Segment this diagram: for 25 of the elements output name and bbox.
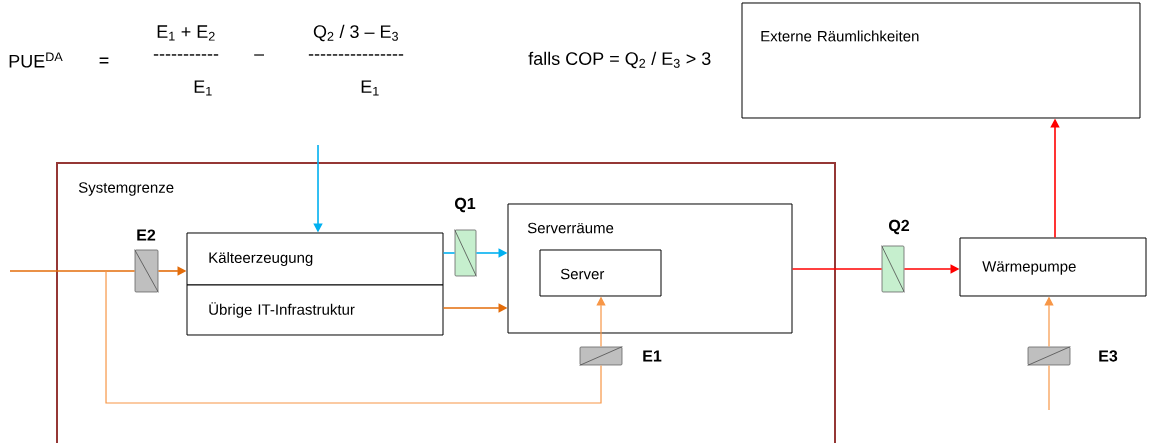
process-box: Kälteerzeugung	[186, 232, 444, 286]
meter-label: E3	[1099, 350, 1118, 362]
meter-label: E2	[137, 229, 156, 241]
process-box: Externe Räumlichkeiten	[741, 2, 1141, 119]
formula-text: ----------------	[308, 54, 404, 56]
process-box: Server	[539, 249, 662, 297]
formula-text: E$_{1}$ + E$_{2}$	[157, 25, 215, 41]
meter-symbol	[881, 245, 905, 293]
formula-text: PUE$^{DA}$	[9, 52, 63, 68]
formula-text: E$_{1}$	[361, 80, 379, 96]
meter-symbol	[454, 229, 477, 277]
formula-text: E$_{1}$	[194, 80, 212, 96]
meter-symbol	[1027, 346, 1071, 366]
formula-text: Q$_{2}$ / 3 – E$_{3}$	[313, 24, 398, 42]
formula-text: falls COP = Q$_{2}$ / E$_{3}$ > 3	[528, 51, 711, 69]
process-box: Wärmepumpe	[959, 237, 1147, 297]
meter-symbol	[579, 346, 623, 366]
meter-label: E1	[643, 350, 662, 362]
process-box: Übrige IT-Infrastruktur	[186, 284, 444, 336]
formula-text: -----------	[153, 54, 219, 56]
meter-label: Q1	[455, 197, 476, 213]
meter-symbol	[134, 249, 159, 293]
formula-text: =	[99, 57, 109, 64]
formula-text: –	[254, 54, 264, 56]
meter-label: Q2	[889, 219, 910, 235]
